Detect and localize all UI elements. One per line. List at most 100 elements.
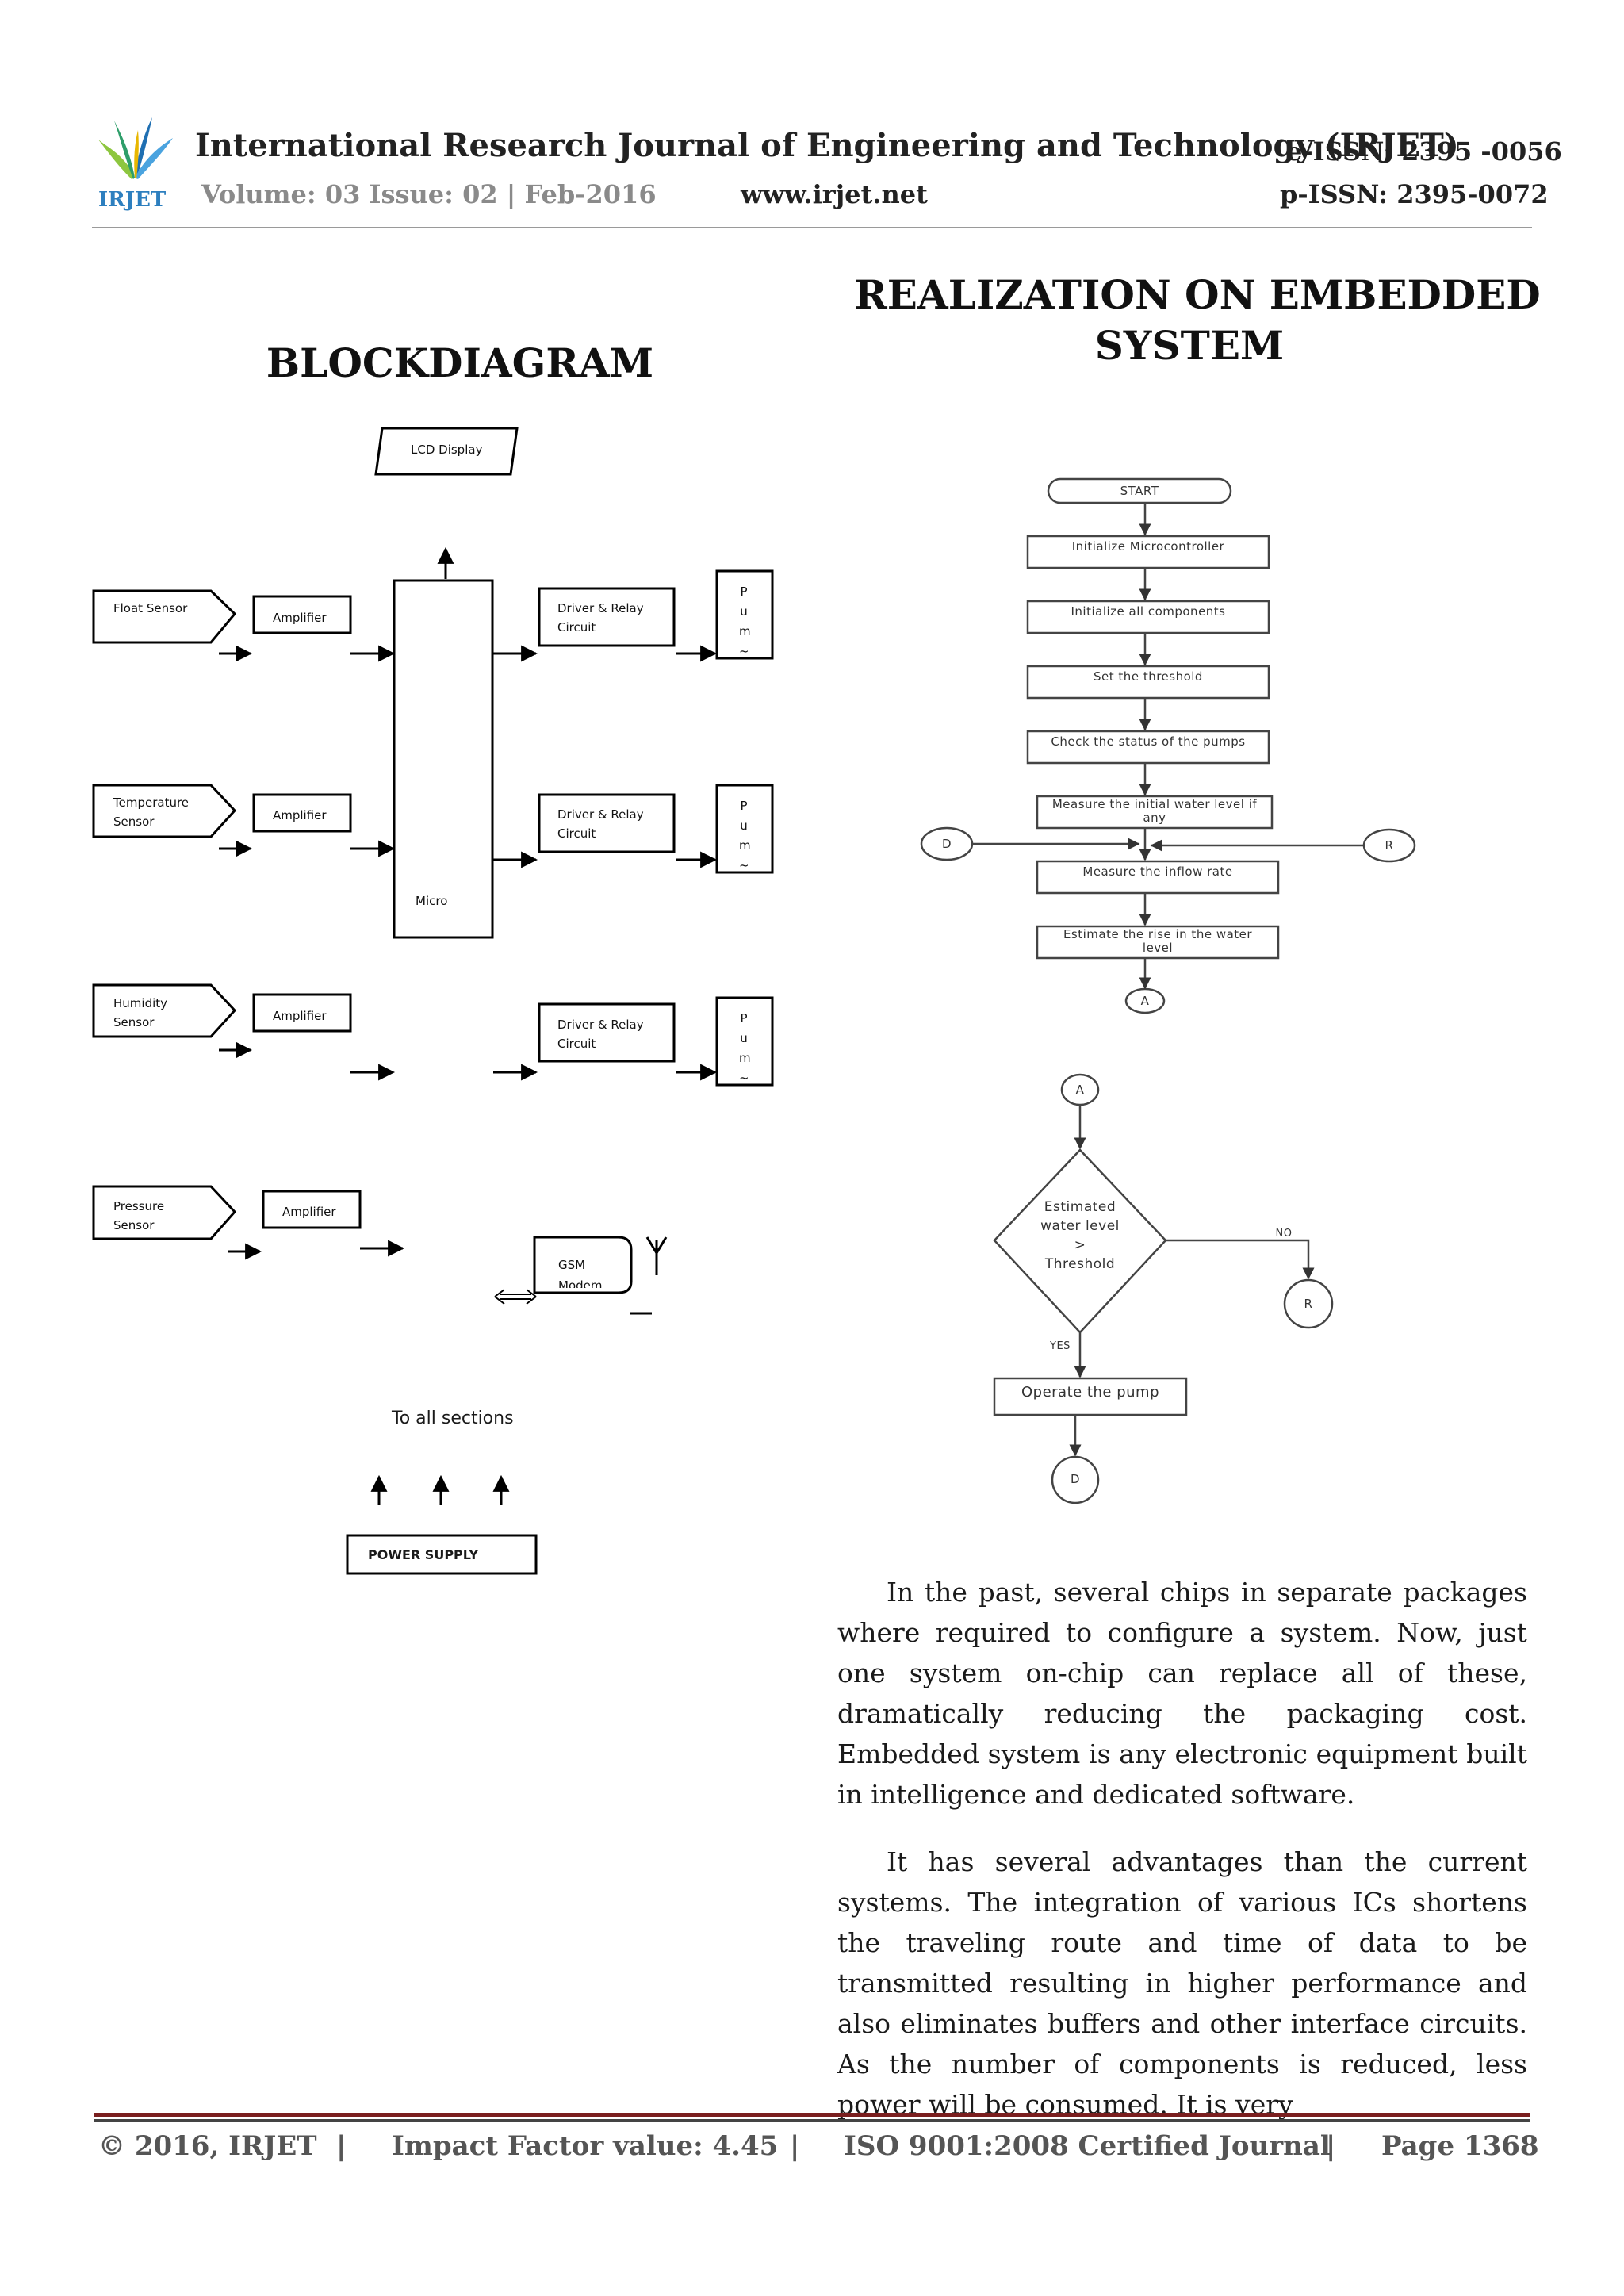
- start-terminator: [1047, 477, 1232, 504]
- footer-impact-factor: Impact Factor value: 4.45: [392, 2130, 779, 2162]
- footer-separator-3: |: [1326, 2130, 1336, 2162]
- humidity-sensor-label-2: Sensor: [113, 1015, 155, 1029]
- antenna-icon: [630, 1236, 668, 1315]
- driver-relay-label-2a: Driver & Relay: [557, 807, 644, 822]
- logo-text: IRJET: [98, 188, 167, 211]
- realization-title-line2: SYSTEM: [1094, 322, 1285, 369]
- lcd-display-label: LCD Display: [411, 443, 483, 457]
- amplifier-label-4: Amplifier: [282, 1205, 336, 1219]
- driver-relay-box-3: [538, 1002, 676, 1063]
- amplifier-label-3: Amplifier: [273, 1009, 327, 1023]
- gsm-double-arrow-icon: [494, 1289, 537, 1305]
- humidity-sensor-label: Humidity: [113, 996, 168, 1010]
- temperature-sensor-label: Temperature: [113, 795, 190, 810]
- footer-separator-2: |: [790, 2130, 800, 2162]
- pissn: p-ISSN: 2395-0072: [1280, 179, 1549, 209]
- amplifier-box-4: [262, 1190, 362, 1229]
- realization-title: REALIZATION ON EMBEDDED SYSTEM: [841, 270, 1554, 371]
- pressure-sensor-label: Pressure: [113, 1199, 165, 1213]
- operate-pump-label: Operate the pump: [1021, 1384, 1159, 1401]
- step-label-3: Set the threshold: [1094, 669, 1203, 684]
- body-paragraph-1: In the past, several chips in separate p…: [837, 1577, 1527, 1810]
- journal-website[interactable]: www.irjet.net: [741, 179, 928, 209]
- amplifier-box-1: [252, 595, 352, 634]
- connector-r-no-label: R: [1304, 1297, 1313, 1311]
- connector-d-bottom: [1051, 1455, 1100, 1504]
- journal-title: International Research Journal of Engine…: [195, 127, 1459, 164]
- driver-relay-box-1: [538, 587, 676, 647]
- driver-relay-label-3b: Circuit: [557, 1037, 596, 1051]
- float-sensor-box: [92, 589, 237, 644]
- driver-relay-label-1a: Driver & Relay: [557, 601, 644, 615]
- flowchart: [920, 477, 1416, 1504]
- measure-inflow-label: Measure the inflow rate: [1082, 864, 1233, 879]
- connector-r-no: [1283, 1278, 1334, 1329]
- footer-divider-2: [94, 2119, 1530, 2122]
- flow-arrow-no: [1166, 1239, 1315, 1280]
- pressure-sensor-box: [92, 1185, 237, 1240]
- step-label-1: Initialize Microcontroller: [1071, 539, 1225, 554]
- step-box-2: [1026, 600, 1270, 634]
- estimate-box: [1036, 925, 1280, 960]
- no-label: NO: [1275, 1228, 1293, 1240]
- block-diagram: [92, 427, 774, 1575]
- driver-relay-label-1b: Circuit: [557, 620, 596, 634]
- driver-relay-label-3a: Driver & Relay: [557, 1018, 644, 1032]
- float-sensor-label: Float Sensor: [113, 601, 188, 615]
- measure-inflow-box: [1036, 860, 1280, 895]
- volume-issue: Volume: 03 Issue: 02 | Feb-2016: [201, 179, 657, 209]
- amplifier-box-3: [252, 993, 352, 1033]
- connector-a-top-label: A: [1075, 1083, 1085, 1097]
- footer-divider: [94, 2113, 1530, 2117]
- body-paragraph-2: It has several advantages than the curre…: [837, 1846, 1527, 2120]
- measure-initial-box: [1036, 795, 1274, 830]
- gsm-label-1: GSM: [558, 1258, 586, 1272]
- step-label-4: Check the status of the pumps: [1051, 734, 1246, 749]
- irjet-logo: IRJET: [98, 117, 173, 211]
- realization-title-line1: REALIZATION ON EMBEDDED: [854, 271, 1541, 318]
- footer-iso: ISO 9001:2008 Certified Journal: [844, 2130, 1331, 2162]
- temperature-sensor-box: [92, 784, 237, 838]
- driver-relay-label-2b: Circuit: [557, 826, 596, 841]
- pump-box-3: [715, 996, 774, 1087]
- logo-leaves-icon: [98, 117, 173, 179]
- block-diagram-title: BLOCKDIAGRAM: [266, 339, 654, 386]
- eissn: e-ISSN: 2395 -0056: [1286, 136, 1562, 167]
- gsm-modem-box: [533, 1236, 633, 1294]
- footer-page-number: Page 1368: [1381, 2130, 1539, 2162]
- amplifier-label-2: Amplifier: [273, 808, 327, 822]
- gsm-label-2: Modem: [558, 1278, 603, 1288]
- start-label: START: [1120, 484, 1159, 498]
- header-divider: [92, 227, 1532, 228]
- step-label-2: Initialize all components: [1071, 604, 1226, 619]
- operate-pump-box: [993, 1377, 1188, 1416]
- driver-relay-box-2: [538, 793, 676, 853]
- connector-d-top-label: D: [941, 837, 952, 851]
- pressure-sensor-label-2: Sensor: [113, 1218, 155, 1232]
- yes-label: YES: [1050, 1340, 1071, 1352]
- pump-box-2: [715, 784, 774, 874]
- step-box-3: [1026, 665, 1270, 700]
- pump-box-1: [715, 569, 774, 660]
- step-box-1: [1026, 535, 1270, 569]
- connector-d-bottom-label: D: [1070, 1472, 1081, 1486]
- power-supply-label: POWER SUPPLY: [368, 1547, 479, 1562]
- temperature-sensor-label-2: Sensor: [113, 815, 155, 829]
- footer-separator-1: |: [336, 2130, 347, 2162]
- step-box-4: [1026, 730, 1270, 765]
- power-supply-box: [346, 1534, 538, 1575]
- footer-copyright: © 2016, IRJET: [98, 2130, 317, 2162]
- amplifier-box-2: [252, 793, 352, 833]
- lcd-display-box: [374, 427, 519, 476]
- connector-r-right-label: R: [1385, 838, 1394, 853]
- amplifier-label-1: Amplifier: [273, 611, 327, 625]
- to-all-sections-label: To all sections: [392, 1409, 514, 1428]
- humidity-sensor-box: [92, 983, 237, 1038]
- micro-label: Micro: [416, 894, 448, 908]
- micro-box: [393, 579, 494, 939]
